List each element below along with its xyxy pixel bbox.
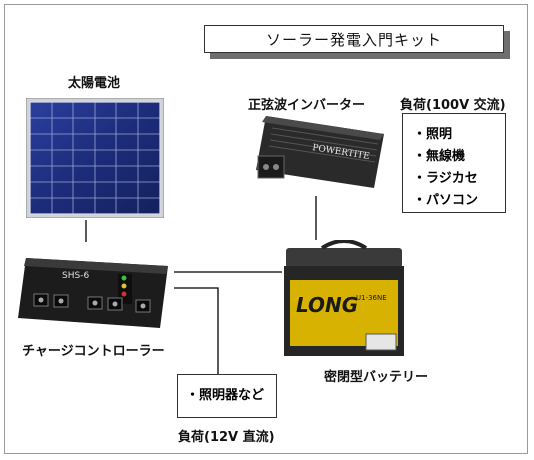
ac-load-label: 負荷(100V 交流) [400,98,506,113]
ac-load-item: ・無線機 [413,149,466,164]
ac-load-item: ・照明 [413,127,453,142]
solar-panel-image [26,98,164,218]
ac-load-box: ・照明 ・無線機 ・ラジカセ ・パソコン [402,113,506,213]
dc-load-box: ・照明器など [177,374,277,418]
dc-load-item: ・照明器など [186,388,265,403]
battery-brand-text: LONG [296,293,358,317]
dc-load-label: 負荷(12V 直流) [178,430,275,445]
solar-panel-label: 太陽電池 [68,76,121,91]
battery-image: LONG U1-36NE [284,240,404,356]
diagram-title: ソーラー発電入門キット [204,25,504,53]
controller-dcload-line [174,287,219,374]
battery-label: 密閉型バッテリー [324,370,429,385]
charge-controller-label: チャージコントローラー [22,344,165,359]
diagram-frame [4,4,528,454]
controller-model-text: SHS-6 [62,271,89,281]
battery-model-text: U1-36NE [356,294,387,302]
ac-load-item: ・パソコン [413,193,479,208]
inverter-image: POWERTITE [256,116,384,188]
inverter-label: 正弦波インバーター [248,98,366,113]
charge-controller-image: SHS-6 [18,258,168,328]
ac-load-item: ・ラジカセ [413,171,478,186]
